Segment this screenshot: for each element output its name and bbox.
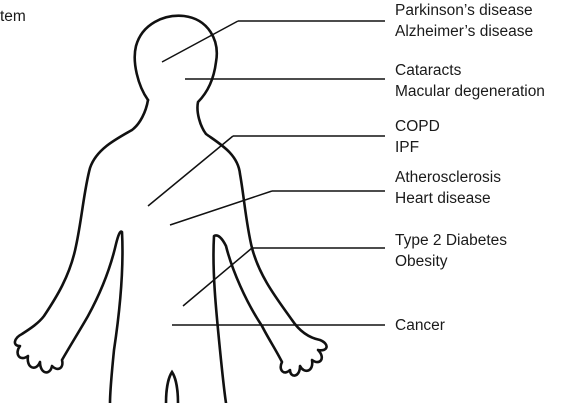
label-metabolic-diseases: Type 2 Diabetes Obesity <box>395 230 507 272</box>
label-lung-diseases: COPD IPF <box>395 116 440 158</box>
leader-lungs <box>148 136 233 206</box>
leader-metabolic <box>183 248 252 306</box>
body-outline-left <box>15 100 148 403</box>
label-eye-diseases: Cataracts Macular degeneration <box>395 60 545 102</box>
label-line: Cancer <box>395 315 445 336</box>
label-line: Obesity <box>395 251 507 272</box>
label-line: Cataracts <box>395 60 545 81</box>
label-line: COPD <box>395 116 440 137</box>
label-line: Atherosclerosis <box>395 167 501 188</box>
leg-inner <box>166 372 178 403</box>
label-cancer: Cancer <box>395 315 445 336</box>
label-line: Type 2 Diabetes <box>395 230 507 251</box>
label-line: Parkinson’s disease <box>395 0 533 21</box>
label-line: Macular degeneration <box>395 81 545 102</box>
label-line: IPF <box>395 137 440 158</box>
label-heart-diseases: Atherosclerosis Heart disease <box>395 167 501 209</box>
body-outline <box>135 16 327 403</box>
partial-label: tem <box>0 6 30 27</box>
leader-heart <box>170 191 272 225</box>
label-line: Heart disease <box>395 188 501 209</box>
label-brain-diseases: Parkinson’s disease Alzheimer’s disease <box>395 0 533 42</box>
leader-brain <box>162 21 238 62</box>
label-line: Alzheimer’s disease <box>395 21 533 42</box>
